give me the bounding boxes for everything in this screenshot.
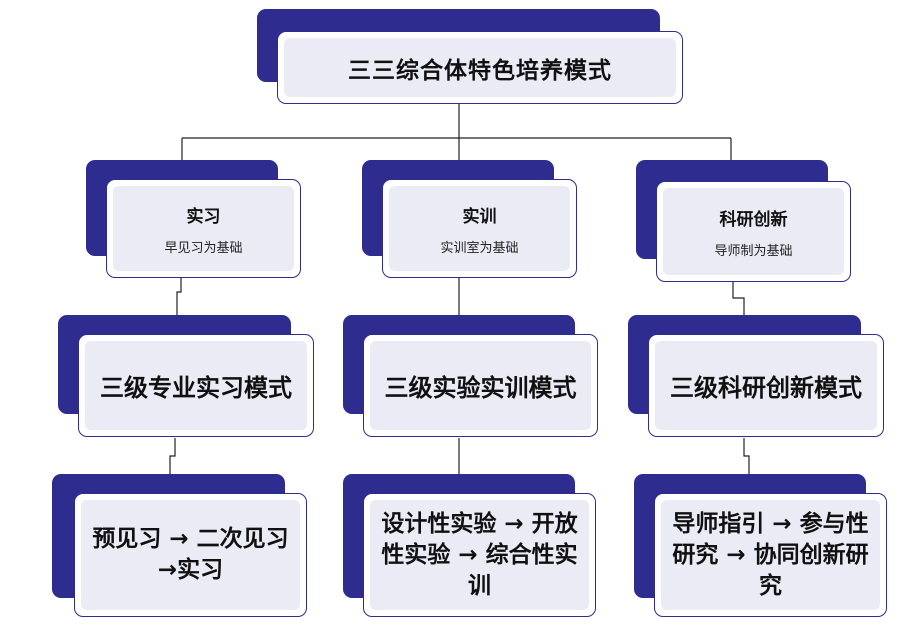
branch-1-title: 实习 — [186, 206, 221, 227]
branch-3-title: 科研创新 — [719, 209, 788, 230]
mode-1-title: 三级专业实习模式 — [100, 374, 292, 402]
mode-3-title: 三级科研创新模式 — [670, 374, 862, 402]
flow-3-text: 导师指引 → 参与性研究 → 协同创新研究 — [672, 510, 869, 599]
root-title: 三三综合体特色培养模式 — [348, 57, 612, 84]
branch-2-title: 实训 — [462, 206, 497, 227]
branch-2-subtitle: 实训室为基础 — [440, 240, 519, 256]
connector-mode-3-to-flow — [743, 438, 750, 474]
connector-branch-3-to-mode — [732, 282, 745, 317]
connector-branch-1-to-mode — [176, 278, 182, 317]
flow-2-text: 设计性实验 → 开放性实验 → 综合性实训 — [381, 510, 578, 599]
mode-2-title: 三级实验实训模式 — [384, 374, 577, 402]
connector-mode-1-to-flow — [169, 438, 176, 474]
branch-3-subtitle: 导师制为基础 — [714, 243, 793, 259]
flow-1-text: 预见习 → 二次见习 →实习 — [92, 526, 289, 583]
branch-1-subtitle: 早见习为基础 — [164, 240, 243, 256]
